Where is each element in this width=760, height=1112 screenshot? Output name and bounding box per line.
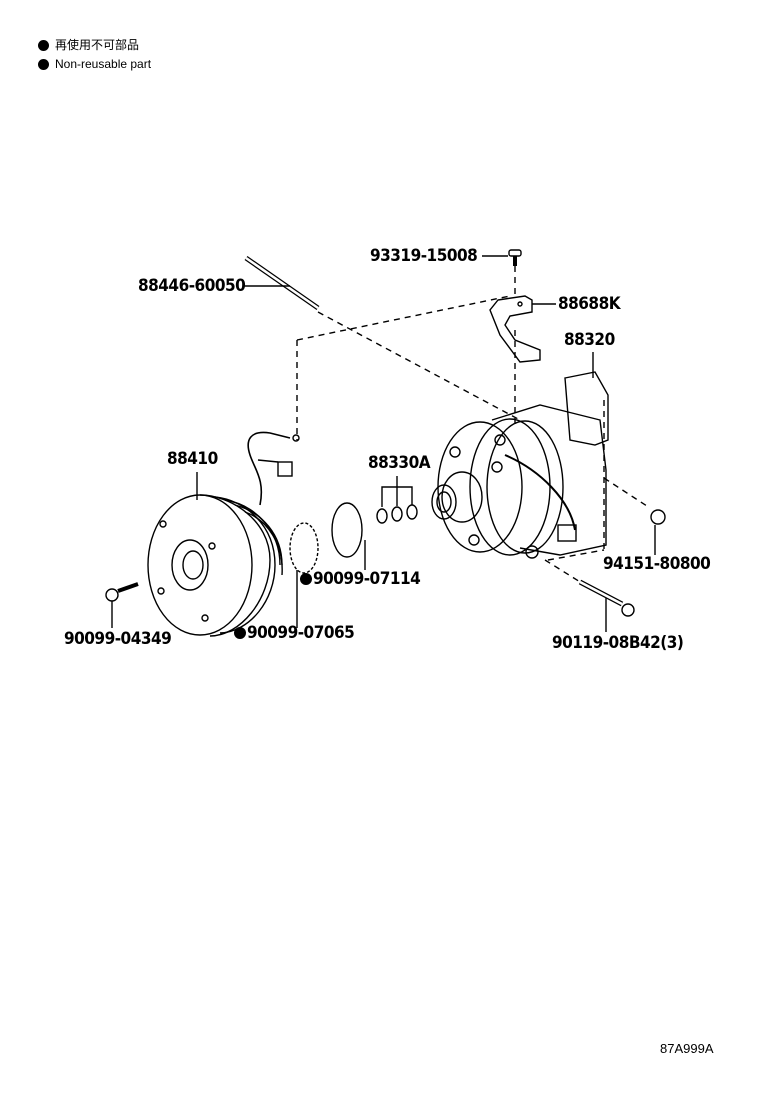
magnetic-clutch-icon — [147, 431, 300, 637]
legend-row-en: Non-reusable part — [38, 55, 151, 74]
part-number-text: 90099-07065 — [247, 623, 355, 643]
non-reusable-dot-icon — [38, 40, 49, 51]
stud-bolt-icon — [244, 255, 320, 311]
part-label-compressor[interactable]: 88320 — [564, 330, 615, 350]
clutch-bolt-icon — [105, 582, 139, 628]
snap-ring-outer-icon — [331, 502, 366, 570]
part-label-nut[interactable]: 94151-80800 — [603, 554, 711, 574]
part-label-shim-set[interactable]: 88330A — [368, 453, 431, 473]
legend-row-jp: 再使用不可部品 — [38, 36, 151, 55]
non-reusable-dot-icon — [300, 573, 312, 585]
part-label-snap-ring-inner[interactable]: 90099-07065 — [234, 623, 355, 643]
shim-set-icon — [376, 476, 418, 524]
mounting-bolt-icon — [578, 579, 635, 632]
legend-text-jp: 再使用不可部品 — [55, 38, 140, 52]
part-label-stud-bolt[interactable]: 88446-60050 — [138, 276, 246, 296]
legend-text-en: Non-reusable part — [55, 57, 152, 71]
assembly-guide-lines — [296, 266, 651, 586]
part-label-magnetic-clutch[interactable]: 88410 — [167, 449, 218, 469]
nut-icon — [650, 509, 666, 555]
non-reusable-dot-icon — [38, 59, 49, 70]
screw-icon — [508, 249, 522, 266]
part-label-clutch-bolt[interactable]: 90099-04349 — [64, 629, 172, 649]
part-label-screw[interactable]: 93319-15008 — [370, 246, 478, 266]
compressor-icon — [431, 352, 609, 559]
legend: 再使用不可部品 Non-reusable part — [38, 36, 151, 74]
part-label-mounting-bolt[interactable]: 90119-08B42(3) — [552, 633, 684, 653]
non-reusable-dot-icon — [234, 627, 246, 639]
part-label-snap-ring-outer[interactable]: 90099-07114 — [300, 569, 421, 589]
part-label-bracket[interactable]: 88688K — [558, 294, 621, 314]
illustration-code: 87A999A — [660, 1041, 714, 1056]
part-number-text: 90099-07114 — [313, 569, 421, 589]
bracket-icon — [489, 295, 541, 363]
